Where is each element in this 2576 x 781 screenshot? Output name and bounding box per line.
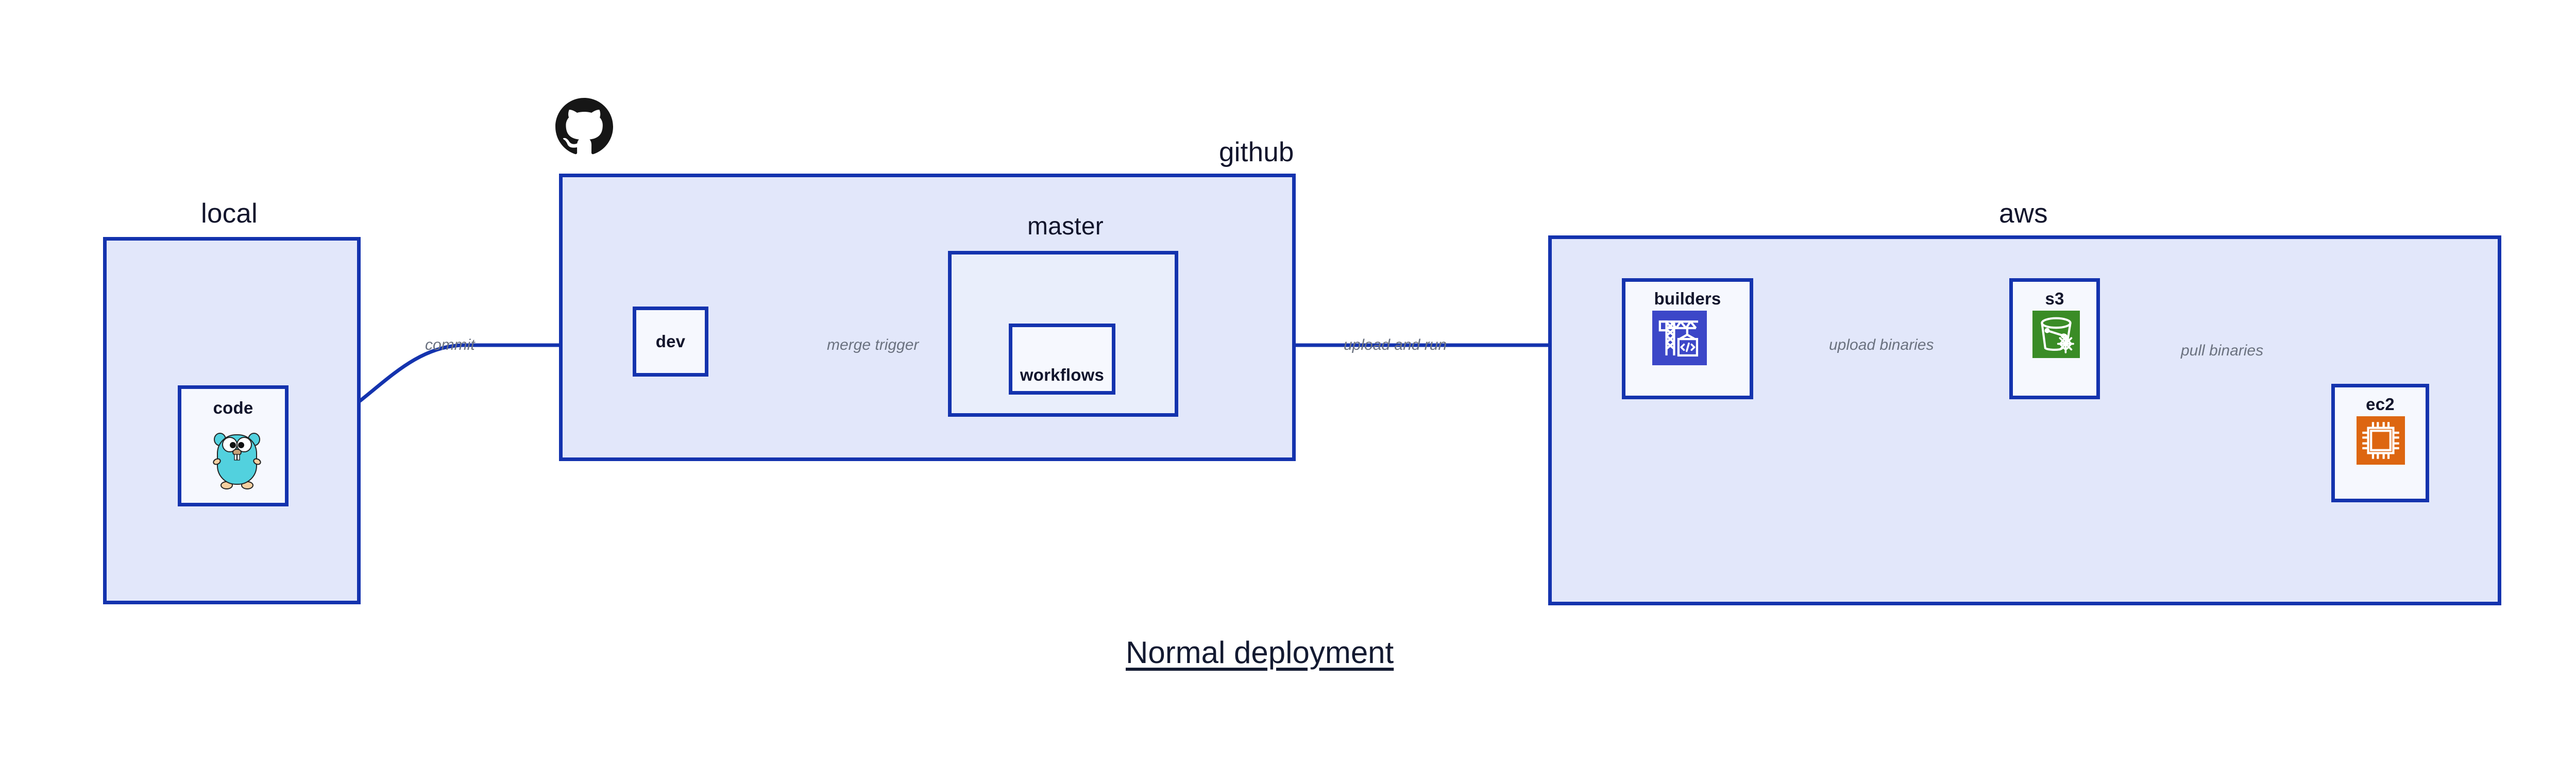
node-code[interactable]: code — [178, 385, 289, 506]
node-label-dev: dev — [655, 332, 686, 351]
group-label-github: github — [1219, 137, 1294, 167]
node-label-code: code — [213, 398, 253, 417]
edge-label-merge-trigger: merge trigger — [824, 336, 922, 354]
go-gopher-icon — [211, 428, 263, 489]
aws-ec2-chip-icon — [2357, 416, 2405, 465]
node-workflows[interactable]: workflows — [1009, 324, 1115, 395]
node-builders[interactable]: builders — [1622, 278, 1753, 399]
node-s3[interactable]: s3 — [2009, 278, 2100, 399]
aws-codebuild-crane-icon — [1652, 311, 1707, 365]
group-local — [103, 237, 361, 604]
github-octocat-icon — [555, 98, 613, 156]
node-ec2[interactable]: ec2 — [2331, 384, 2429, 502]
group-label-master: master — [1027, 213, 1104, 240]
edge-label-commit: commit — [425, 336, 475, 353]
node-label-builders: builders — [1654, 289, 1721, 308]
node-label-s3: s3 — [2045, 289, 2064, 308]
group-label-aws: aws — [1999, 198, 2048, 229]
group-label-local: local — [201, 198, 258, 229]
edge-label-upload-binaries: upload binaries — [1826, 336, 1937, 354]
page-title: Normal deployment — [1126, 635, 1394, 670]
node-label-ec2: ec2 — [2366, 395, 2395, 414]
node-label-workflows: workflows — [1020, 365, 1105, 384]
node-dev[interactable]: dev — [633, 307, 708, 377]
aws-s3-glacier-bucket-icon — [2032, 311, 2080, 358]
edge-label-upload-and-run: upload and run — [1344, 336, 1447, 353]
edge-label-pull-binaries: pull binaries — [2178, 342, 2266, 360]
